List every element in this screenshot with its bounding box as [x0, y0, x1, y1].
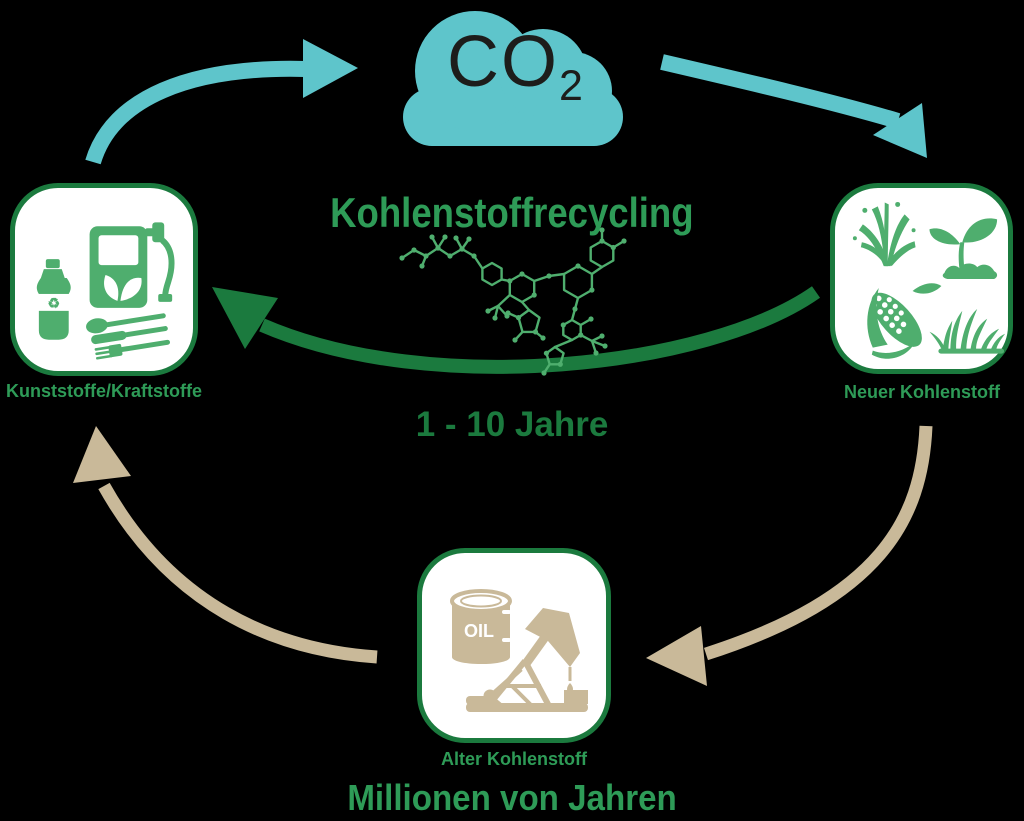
- node-plastics: ♻: [10, 183, 198, 376]
- teal-arrow-left: [85, 39, 358, 165]
- pumpjack-icon: [466, 608, 588, 712]
- plastic-bottle-icon: ♻: [35, 259, 72, 340]
- oil-barrel-icon: OIL: [450, 589, 512, 664]
- node-old-carbon: OIL: [417, 548, 611, 743]
- duration-fossil-label: Millionen von Jahren: [347, 777, 677, 818]
- co2-subscript: 2: [559, 62, 583, 110]
- co2-cloud-icon: [403, 11, 623, 146]
- molecule-icon: [399, 227, 627, 376]
- cutlery-icon: [86, 313, 170, 360]
- fountain-plant-icon: [852, 201, 916, 267]
- node-new-carbon: [830, 183, 1013, 374]
- label-new-carbon: Neuer Kohlenstoff: [843, 382, 1000, 402]
- label-old-carbon: Alter Kohlenstoff: [441, 749, 587, 769]
- co2-formula: CO: [447, 22, 560, 102]
- tan-arrow-right-down: [646, 425, 933, 686]
- label-plastics: Kunststoffe/Kraftstoffe: [6, 381, 202, 401]
- corn-icon: [867, 283, 942, 359]
- seedling-icon: [929, 218, 998, 280]
- duration-recycle-label: 1 - 10 Jahre: [415, 405, 609, 444]
- page-title: Kohlenstoffrecycling: [330, 189, 694, 236]
- fuel-pump-icon: [89, 222, 175, 308]
- co2-label: CO2: [395, 26, 635, 108]
- tan-arrow-left-up: [73, 426, 378, 664]
- grass-icon: [929, 308, 1006, 354]
- recycle-symbol: ♻: [48, 295, 60, 311]
- oil-barrel-label: OIL: [464, 621, 494, 641]
- teal-arrow-right: [660, 54, 927, 158]
